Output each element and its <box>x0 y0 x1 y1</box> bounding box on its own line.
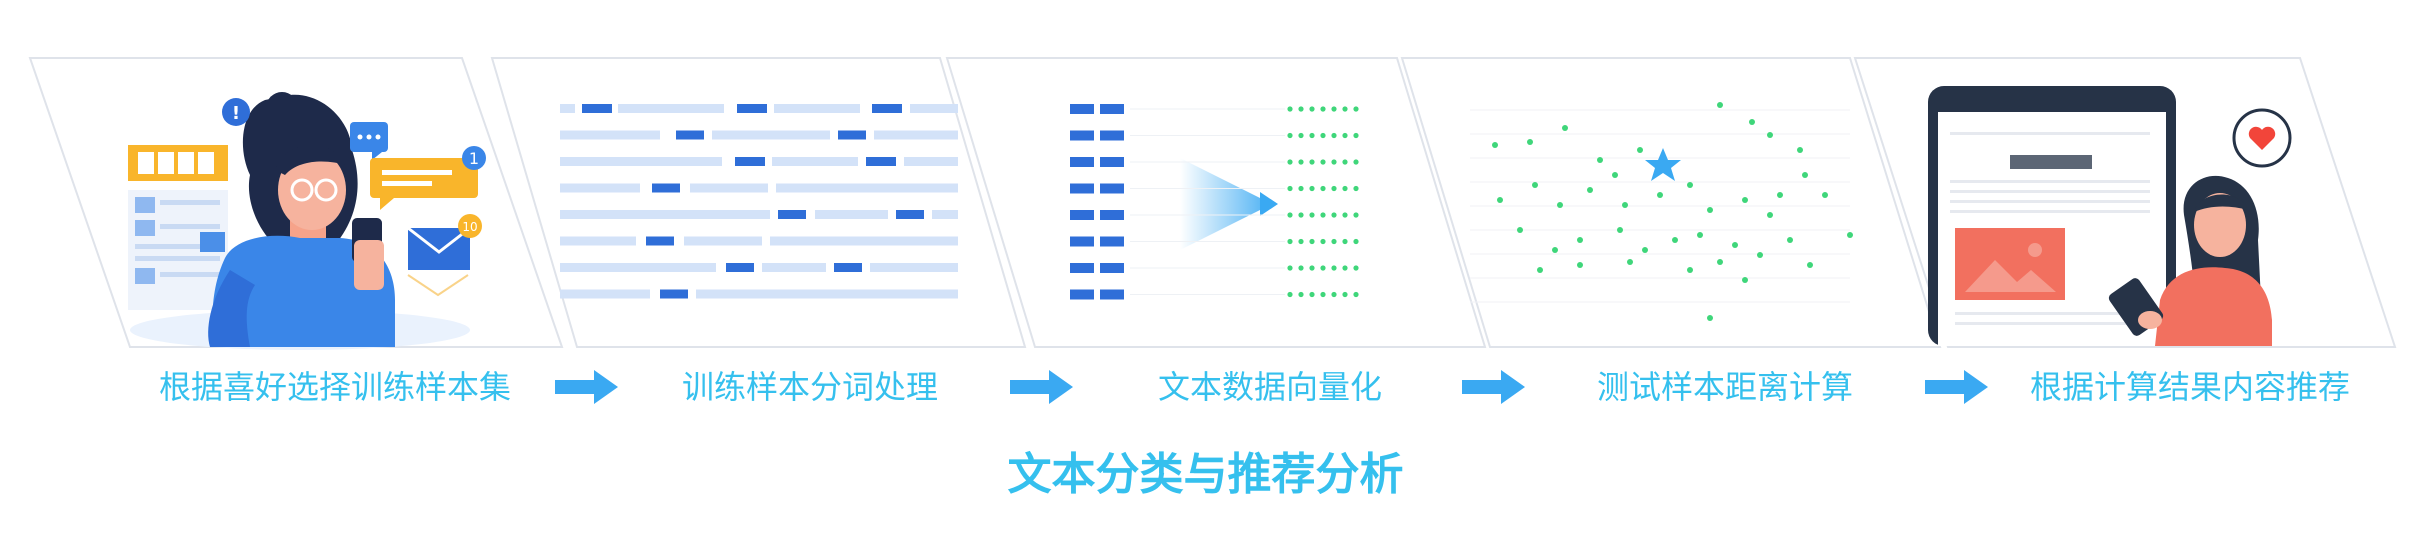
flow-arrow-3 <box>1462 370 1525 404</box>
panel-vectorize <box>945 57 1487 348</box>
step-label-recommend: 根据计算结果内容推荐 <box>2029 368 2350 406</box>
flow-arrow-2 <box>1010 370 1073 404</box>
word-tokens-icon <box>560 104 958 299</box>
step-label-vectorize: 文本数据向量化 <box>1157 368 1382 406</box>
alert-icon <box>222 98 250 126</box>
diagram-title: 文本分类与推荐分析 <box>1007 449 1404 500</box>
flow-arrow-4 <box>1925 370 1988 404</box>
step-label-tokenize: 训练样本分词处理 <box>681 368 938 406</box>
panel-recommend <box>1853 57 2397 348</box>
panel-tokenize <box>490 57 1027 348</box>
distance-scatter-icon <box>1470 102 1853 321</box>
panel-select-samples: ! 1 10 <box>28 57 564 350</box>
chat-badge-text: 1 <box>469 149 479 168</box>
step-label-distance: 测试样本距离计算 <box>1596 368 1853 406</box>
alert-badge-text: ! <box>232 103 240 124</box>
vectorization-icon <box>1070 104 1359 300</box>
mail-badge-text: 10 <box>462 220 477 234</box>
person-with-phone-illustration: ! 1 10 <box>128 92 486 350</box>
tablet-recommendation-illustration <box>1928 86 2292 346</box>
message-icon <box>370 158 478 198</box>
step-label-select-samples: 根据喜好选择训练样本集 <box>158 368 511 406</box>
panel-distance <box>1400 57 1942 348</box>
flow-arrow-1 <box>555 370 618 404</box>
